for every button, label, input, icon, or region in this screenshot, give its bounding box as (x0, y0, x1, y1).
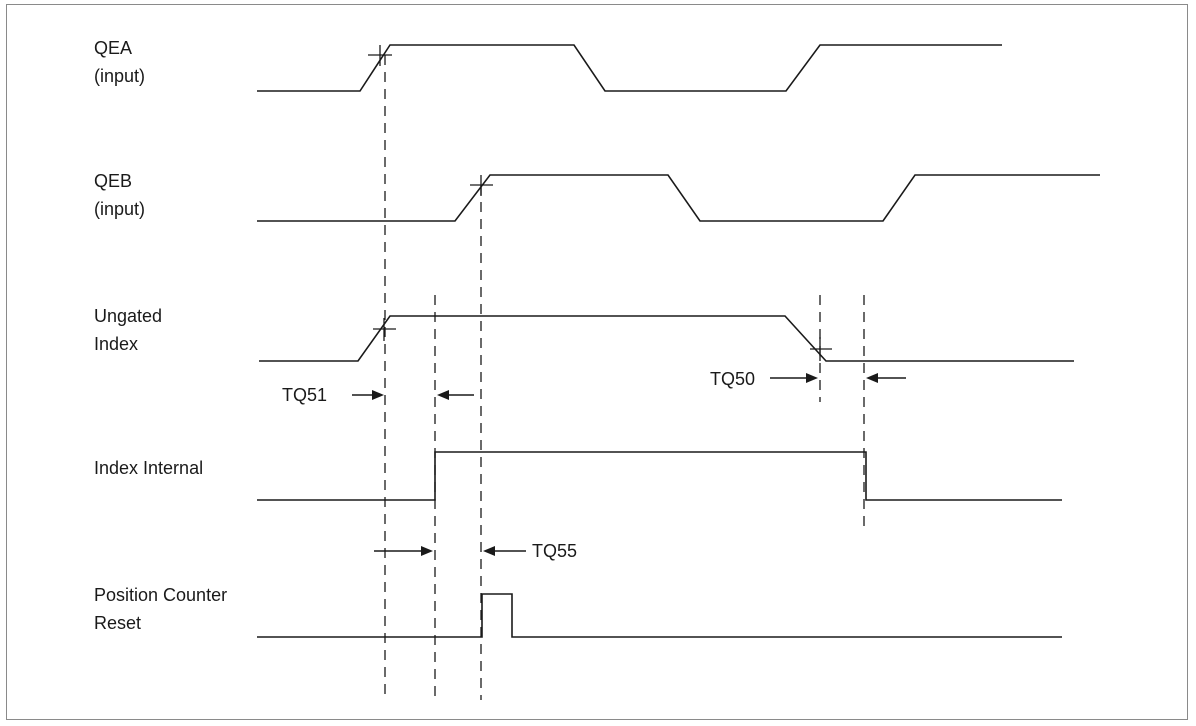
position-counter-reset-label-line1: Position Counter (94, 585, 227, 605)
ungated-index-label-line1: Ungated (94, 306, 162, 326)
qeb-label-line1: QEB (94, 171, 132, 191)
ungated-index-waveform (259, 315, 1074, 362)
position-counter-reset-label-line2: Reset (94, 613, 141, 633)
tq50-arrow-left-head (806, 373, 818, 383)
diagram-frame (6, 4, 1188, 720)
tq51-label: TQ51 (282, 385, 327, 405)
ungated-index-label-line2: Index (94, 334, 138, 354)
tq51-arrow-left-head (372, 390, 384, 400)
index-internal-label: Index Internal (94, 458, 203, 478)
qeb-waveform (257, 174, 1100, 222)
tq50-arrow-right-head (866, 373, 878, 383)
tq50-label: TQ50 (710, 369, 755, 389)
tq55-arrow-right-head (483, 546, 495, 556)
position-counter-reset-waveform (257, 593, 1062, 638)
tq55-label: TQ55 (532, 541, 577, 561)
qea-waveform (257, 44, 1002, 92)
tq55-arrow-left-head (421, 546, 433, 556)
qea-label-line1: QEA (94, 38, 132, 58)
tq51-arrow-right-head (437, 390, 449, 400)
index-internal-waveform (257, 451, 1062, 501)
qeb-label-line2: (input) (94, 199, 145, 219)
qea-label-line2: (input) (94, 66, 145, 86)
